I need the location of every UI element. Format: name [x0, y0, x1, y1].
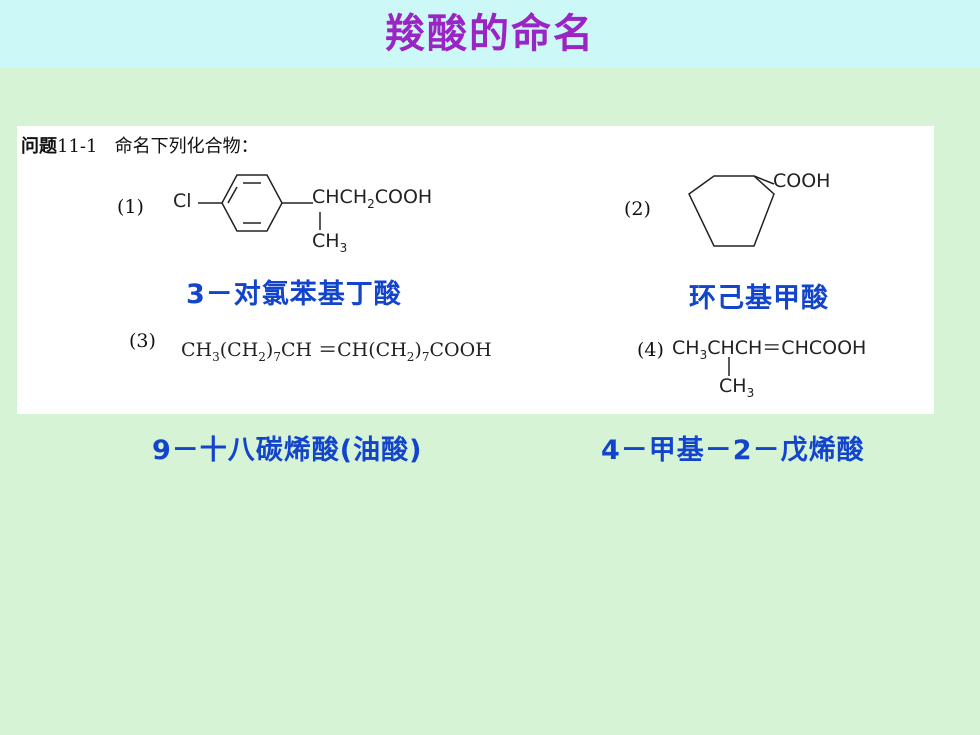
bond-drawings: [198, 174, 775, 376]
answer-4: 4－甲基－2－戊烯酸: [601, 435, 865, 466]
item-3-index: (3): [129, 330, 156, 352]
answer-2: 环己基甲酸: [689, 283, 829, 314]
problem-number: 11-1: [57, 136, 98, 157]
item-3-formula: CH3(CH2)7CH ＝CH(CH2)7COOH: [181, 339, 492, 364]
slide-title: 羧酸的命名: [385, 11, 595, 57]
title-band: [0, 0, 980, 68]
item-4-formula: CH3CHCH＝CHCOOH: [672, 337, 867, 362]
problem-label: 问题: [21, 136, 57, 157]
item-4-index: (4): [637, 339, 664, 361]
item-4-branch: CH3: [719, 375, 755, 400]
item-1-substituent: Cl: [173, 190, 192, 212]
item-1-chain: CHCH2COOH: [312, 186, 433, 211]
item-1-index: (1): [117, 196, 144, 218]
answer-1: 3－对氯苯基丁酸: [186, 279, 402, 310]
problem-image: 问题11-1 命名下列化合物： (1) Cl CHCH2COOH CH3 (2)…: [17, 126, 934, 414]
answer-3: 9－十八碳烯酸(油酸): [152, 435, 423, 466]
item-1-branch: CH3: [312, 230, 348, 255]
item-2-group: COOH: [773, 170, 831, 192]
problem-header: 问题11-1 命名下列化合物：: [21, 132, 259, 158]
problem-prompt: 命名下列化合物：: [114, 136, 259, 157]
item-2-index: (2): [624, 198, 651, 220]
